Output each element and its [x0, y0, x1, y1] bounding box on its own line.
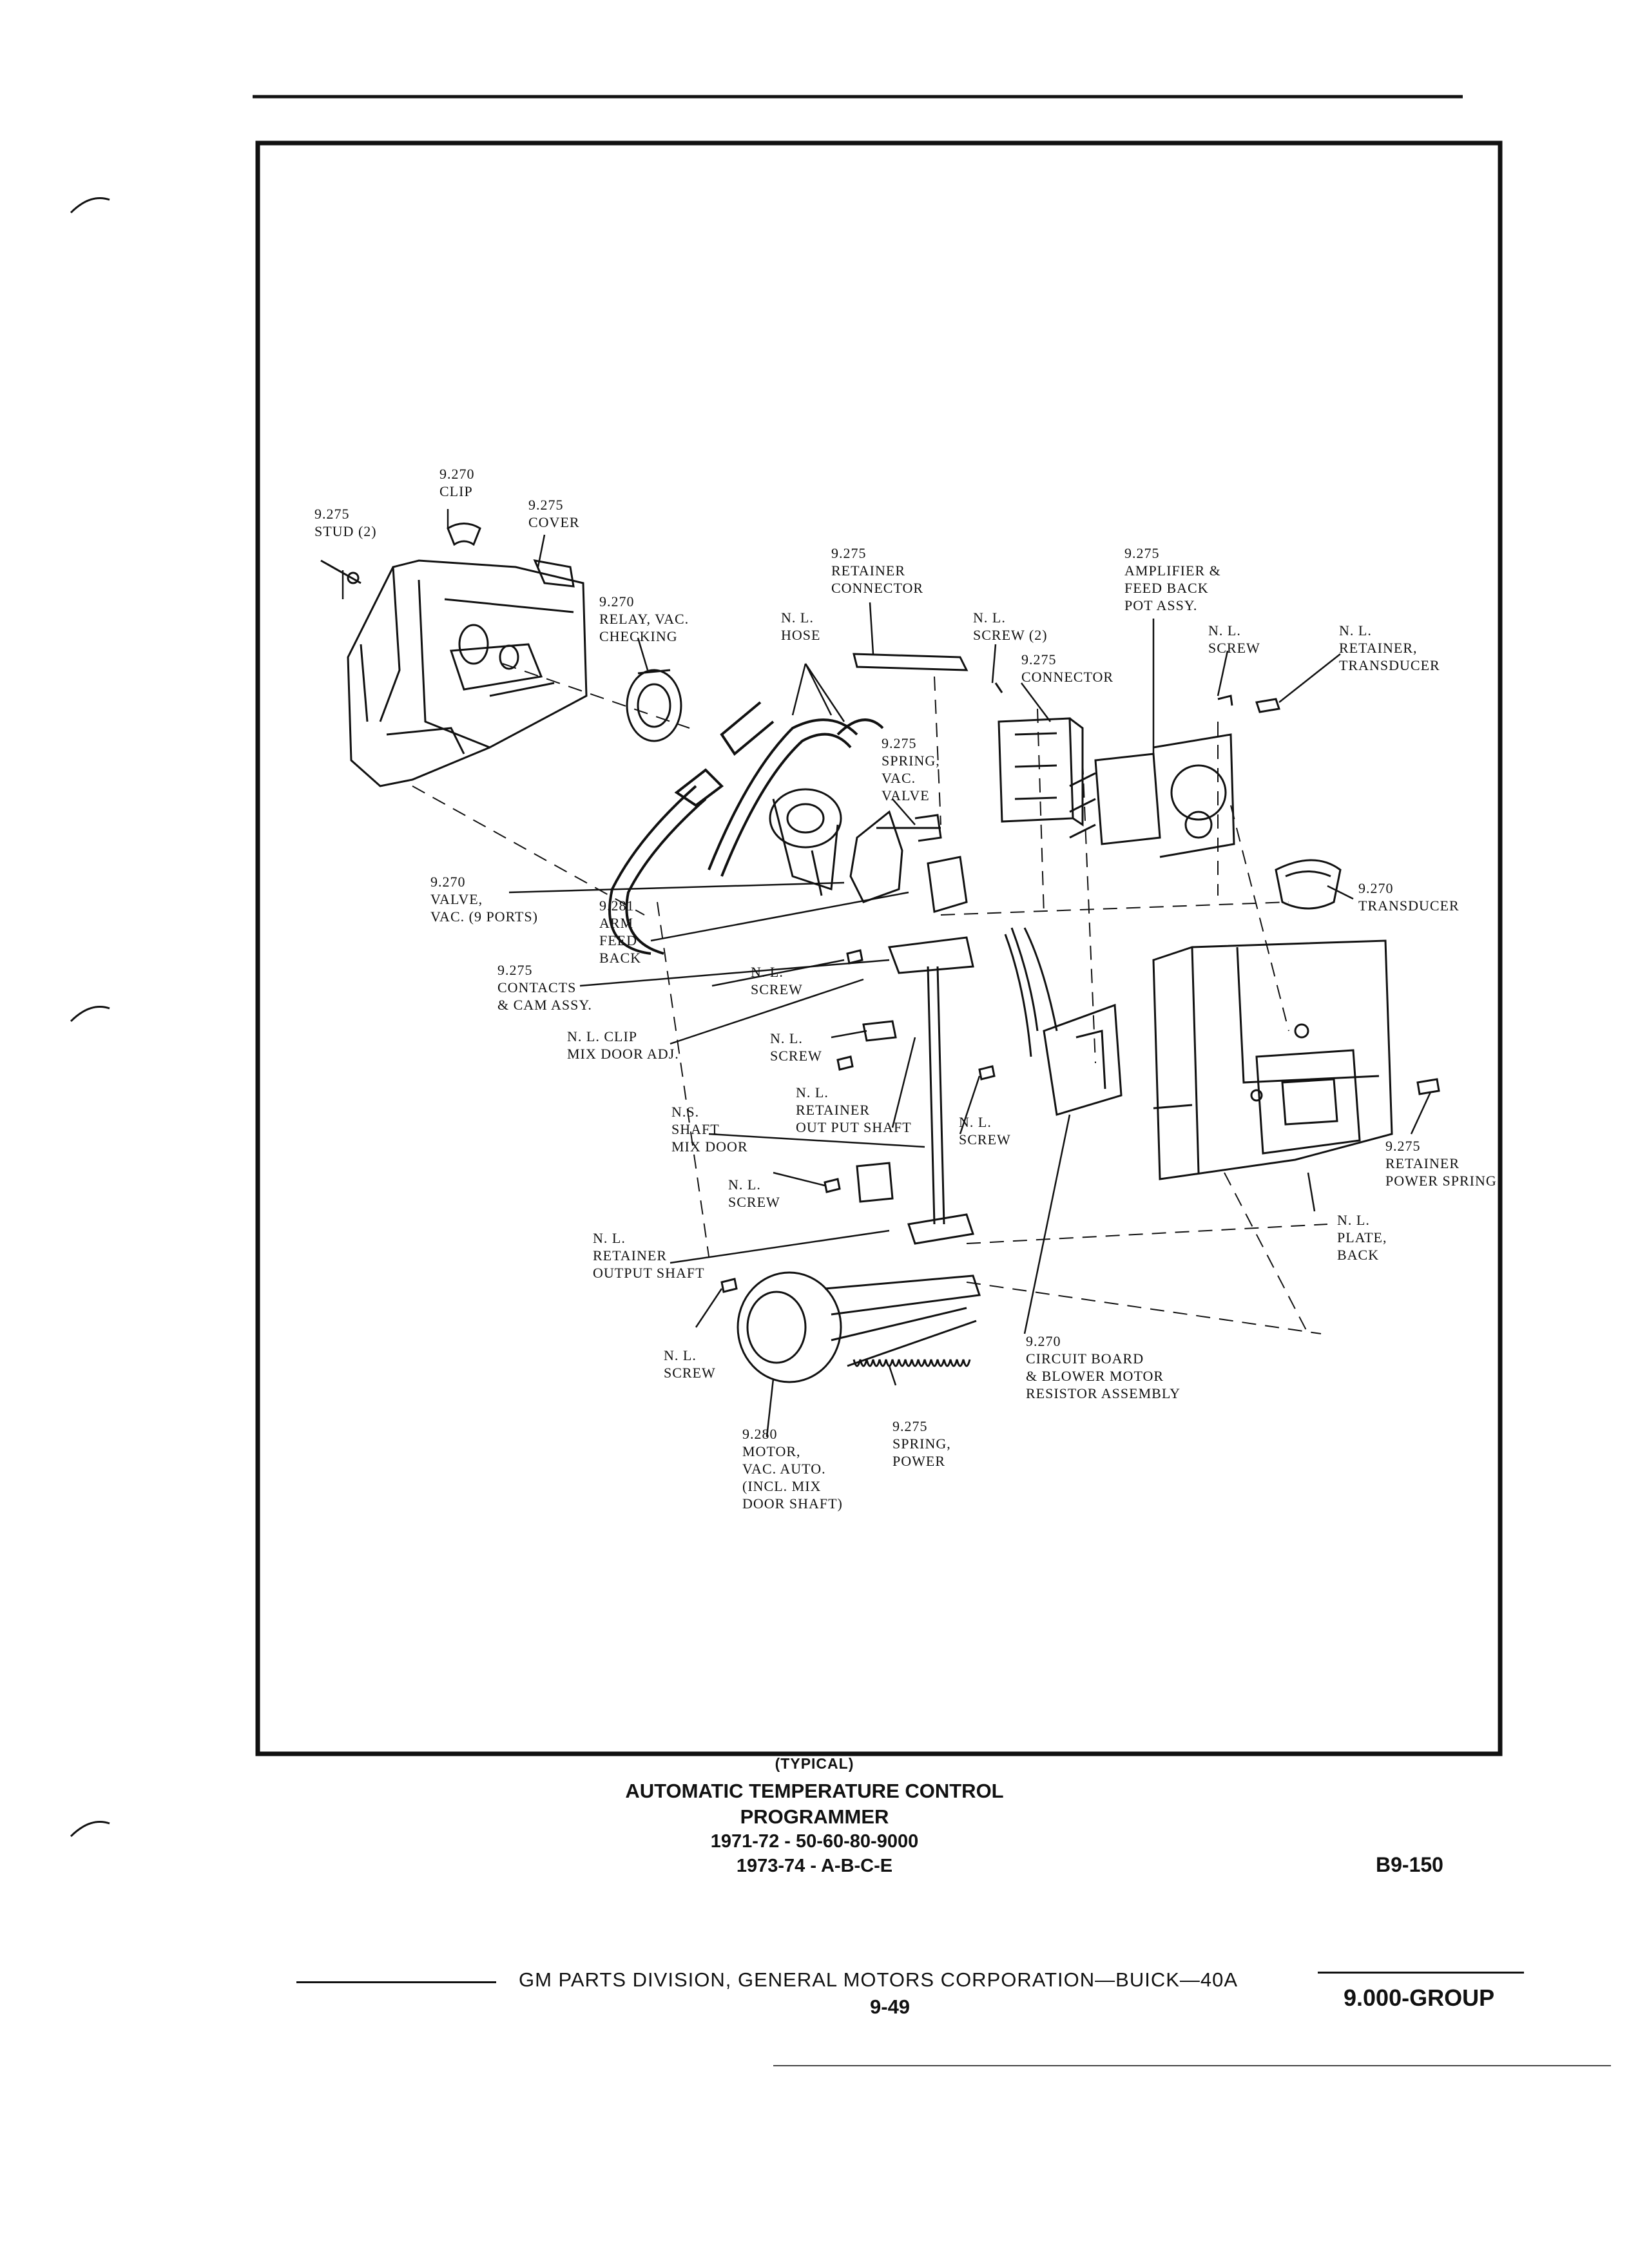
label-screw-2: N. L.SCREW (2)	[973, 610, 1048, 643]
figure-code: B9-150	[1376, 1853, 1443, 1876]
vacuum-valve-drawing	[769, 788, 842, 896]
footer-publisher: GM PARTS DIVISION, GENERAL MOTORS CORPOR…	[519, 1968, 1239, 1991]
vacuum-motor-drawing	[737, 1271, 981, 1383]
label-screw-top: N. L.SCREW	[1208, 622, 1260, 656]
caption-years-line2: 1973-74 - A-B-C-E	[736, 1856, 893, 1876]
transducer-drawing	[1217, 695, 1342, 910]
bottom-rule	[773, 2065, 1611, 2066]
retainer-connector-drawing	[853, 653, 969, 671]
caption-title-line2: PROGRAMMER	[740, 1805, 889, 1828]
label-hose: N. L.HOSE	[781, 610, 821, 643]
screws-drawing	[720, 949, 1440, 1293]
label-plate-back: N. L.PLATE,BACK	[1337, 1212, 1387, 1263]
label-screw-mid2: N. L.SCREW	[770, 1030, 822, 1064]
label-screw-right: N. L.SCREW	[959, 1114, 1011, 1148]
shaft-assembly-drawing	[856, 936, 974, 1245]
footer-left-rule	[296, 1981, 496, 1983]
caption-typical: (TYPICAL)	[775, 1755, 854, 1772]
feedback-arm-drawing	[849, 810, 968, 913]
label-screw-bottom: N. L.SCREW	[664, 1347, 716, 1381]
relay-drawing	[626, 669, 682, 742]
label-retainer-transducer: N. L.RETAINER,TRANSDUCER	[1339, 622, 1440, 673]
footer-right-rule	[1318, 1972, 1524, 1974]
figure-frame	[255, 140, 1503, 1756]
circuit-board-drawing	[1004, 927, 1123, 1116]
footer-page-number: 9-49	[870, 1995, 911, 2018]
label-screw-mid: N. L.SCREW	[751, 964, 803, 997]
connector-drawing	[994, 682, 1084, 827]
cover-housing-drawing	[320, 523, 588, 787]
power-spring-drawing	[847, 1320, 977, 1367]
amplifier-drawing	[1069, 733, 1235, 858]
label-screw-low: N. L.SCREW	[728, 1177, 780, 1210]
footer-group: 9.000-GROUP	[1344, 1984, 1495, 2011]
caption-years-line1: 1971-72 - 50-60-80-9000	[710, 1831, 919, 1852]
caption-title-line1: AUTOMATIC TEMPERATURE CONTROL	[625, 1780, 1004, 1802]
programmer-body-drawing	[1152, 939, 1393, 1180]
